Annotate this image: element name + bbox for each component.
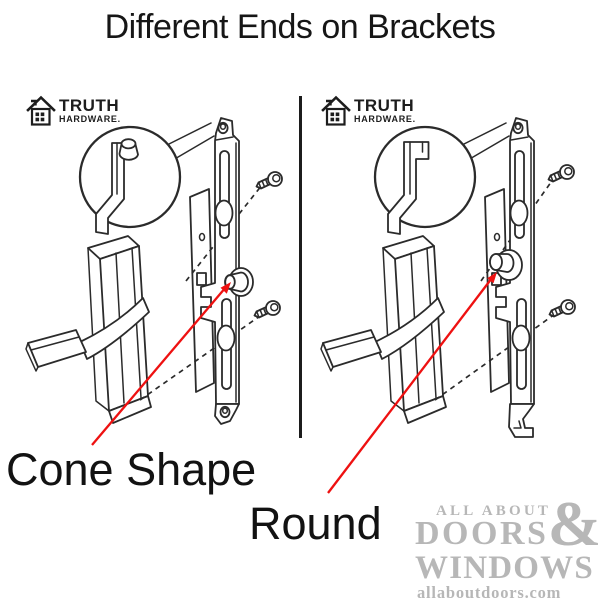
watermark-all-about: ALL ABOUT bbox=[436, 503, 552, 519]
watermark: ALL ABOUT & DOORS WINDOWS allaboutdoors.… bbox=[415, 492, 600, 602]
screw-icon bbox=[255, 171, 283, 190]
cone-bracket-diagram bbox=[25, 117, 283, 446]
bracket-hook-foot bbox=[508, 403, 535, 438]
truth-house-icon bbox=[321, 95, 351, 126]
brand-sub: HARDWARE. bbox=[354, 114, 416, 124]
round-end-detail bbox=[387, 141, 430, 235]
watermark-site-url: allaboutdoors.com bbox=[417, 583, 562, 602]
truth-house-icon bbox=[26, 95, 56, 126]
cone-end-detail bbox=[95, 138, 139, 235]
divider-line bbox=[299, 96, 302, 438]
watermark-windows: WINDOWS bbox=[415, 550, 594, 586]
watermark-ampersand: & bbox=[547, 488, 600, 559]
round-bracket-diagram bbox=[320, 117, 576, 494]
cone-arrow bbox=[91, 282, 231, 446]
screw-icon bbox=[548, 299, 576, 318]
round-pin-icon bbox=[489, 249, 523, 281]
watermark-doors: DOORS bbox=[415, 515, 549, 552]
bracket-foot bbox=[214, 403, 240, 425]
truth-hardware-logo: TRUTH HARDWARE. bbox=[321, 94, 416, 130]
screw-icon bbox=[253, 300, 281, 319]
brand-name: TRUTH bbox=[354, 96, 415, 115]
screw-icon bbox=[547, 164, 575, 183]
cone-shape-label: Cone Shape bbox=[6, 444, 257, 495]
brand-sub: HARDWARE. bbox=[59, 114, 121, 124]
brand-name: TRUTH bbox=[59, 96, 120, 115]
round-label: Round bbox=[249, 498, 382, 549]
round-arrow bbox=[327, 272, 497, 494]
page-title: Different Ends on Brackets bbox=[104, 8, 496, 46]
truth-hardware-logo: TRUTH HARDWARE. bbox=[26, 94, 121, 130]
